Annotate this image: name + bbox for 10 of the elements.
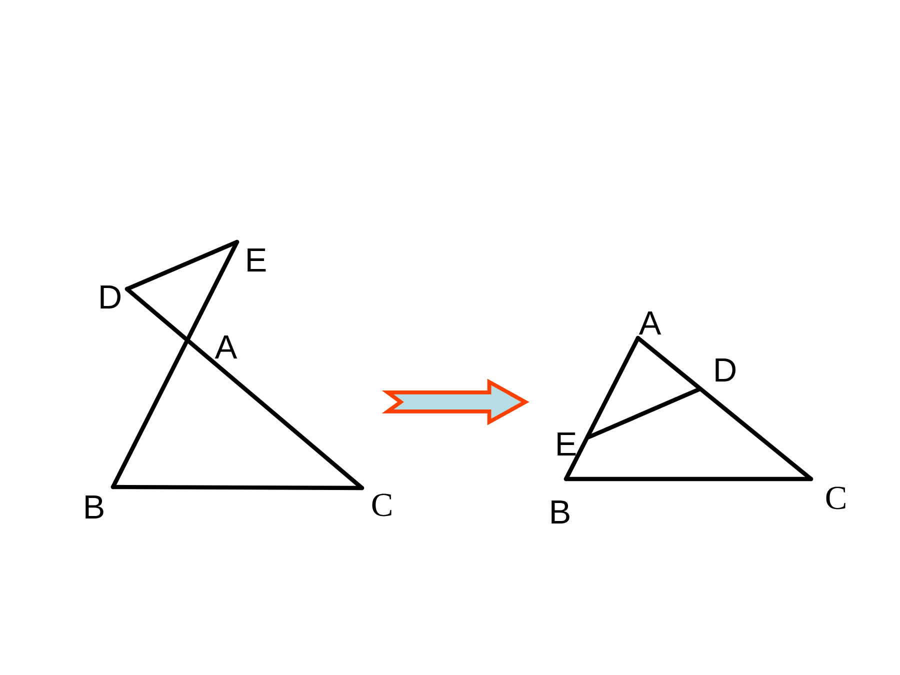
block-arrow xyxy=(382,378,530,426)
point-label: B xyxy=(86,496,104,518)
point-label: C xyxy=(826,486,846,510)
point-label: D xyxy=(100,286,120,308)
point-label: A xyxy=(214,336,238,358)
point-label: B xyxy=(552,500,570,524)
point-label: D xyxy=(716,358,736,382)
point-label: C xyxy=(372,494,392,516)
point-label: E xyxy=(248,248,266,272)
point-label: E xyxy=(558,432,576,456)
